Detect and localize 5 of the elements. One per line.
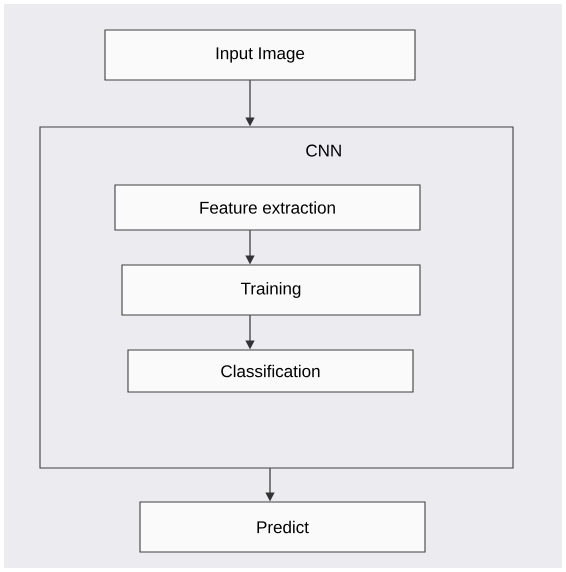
process-box: Input Image: [104, 29, 416, 81]
process-box: Predict: [139, 501, 426, 553]
process-box: Classification: [127, 349, 414, 393]
process-box: Feature extraction: [114, 184, 421, 231]
process-box: Training: [121, 264, 421, 316]
